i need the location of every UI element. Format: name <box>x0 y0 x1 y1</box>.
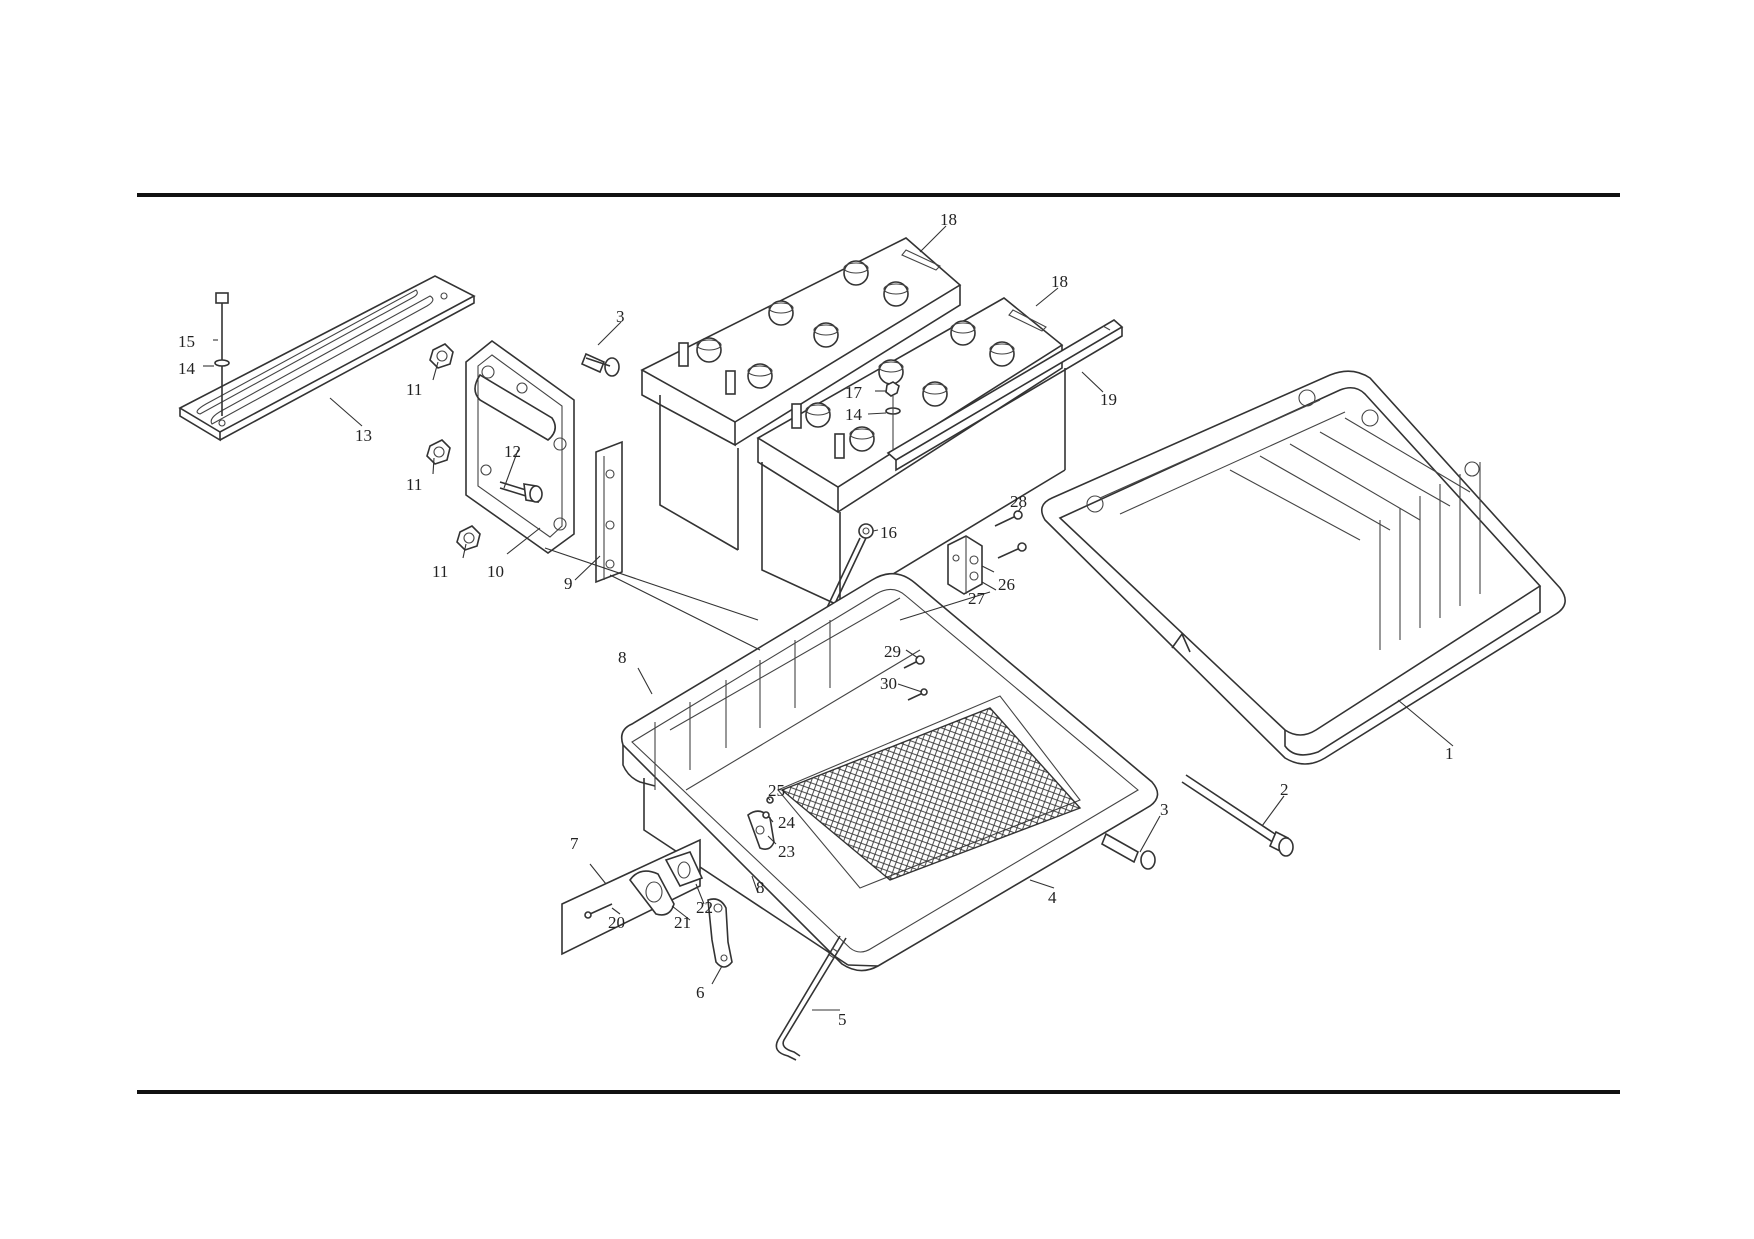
callout-10: 10 <box>487 562 504 581</box>
callout-28: 28 <box>1010 492 1027 511</box>
callout-11-lower: 11 <box>432 562 448 581</box>
nut-lower <box>456 525 481 551</box>
callout-16: 16 <box>880 523 897 542</box>
latch-lever <box>707 898 733 968</box>
callout-18-rear: 18 <box>940 210 957 229</box>
callout-9: 9 <box>564 574 573 593</box>
callout-22: 22 <box>696 898 713 917</box>
mesh-mat <box>780 707 1082 881</box>
latch-mount-plate <box>561 838 704 956</box>
leader-lines <box>203 225 1454 1011</box>
callout-20: 20 <box>608 913 625 932</box>
end-clamp-frame <box>465 339 575 554</box>
battery-rear <box>640 237 962 551</box>
callout-15: 15 <box>178 332 195 351</box>
callout-7: 7 <box>570 834 579 853</box>
bolt-and-washer-left <box>214 292 230 416</box>
bolt-12 <box>499 481 543 503</box>
callout-29: 29 <box>884 642 901 661</box>
callout-8-latch: 8 <box>756 878 765 897</box>
top-rule <box>137 193 1620 197</box>
long-bolt <box>1181 774 1294 857</box>
callout-12: 12 <box>504 442 521 461</box>
callout-2: 2 <box>1280 780 1289 799</box>
callout-27: 27 <box>968 589 986 608</box>
callout-labels: 1 2 3 3 4 5 6 7 8 8 9 10 11 11 11 12 13 … <box>178 210 1454 1029</box>
hold-down-plate <box>178 275 476 442</box>
l-shaped-rod <box>775 935 847 1061</box>
clamp-bar <box>886 319 1124 472</box>
callout-5: 5 <box>838 1010 847 1029</box>
callout-24: 24 <box>778 813 796 832</box>
callout-17: 17 <box>845 383 863 402</box>
callout-3-upper: 3 <box>616 307 625 326</box>
callout-18-front: 18 <box>1051 272 1068 291</box>
callout-14-center: 14 <box>845 405 863 424</box>
bolt-3-upper <box>580 352 620 377</box>
callout-4: 4 <box>1048 888 1057 907</box>
nut-middle <box>426 439 451 465</box>
callout-8-tray: 8 <box>618 648 627 667</box>
bolt-3-lower <box>1100 832 1156 870</box>
callout-25: 25 <box>768 781 785 800</box>
bottom-rule <box>137 1090 1620 1094</box>
callout-19: 19 <box>1100 390 1117 409</box>
callout-11-middle: 11 <box>406 475 422 494</box>
callout-3-lower: 3 <box>1160 800 1169 819</box>
nut-upper <box>429 343 454 369</box>
terminal-bracket <box>947 510 1027 595</box>
callout-23: 23 <box>778 842 795 861</box>
callout-1: 1 <box>1445 744 1454 763</box>
nut-and-washer-center <box>885 381 901 450</box>
strip-plate <box>595 440 623 584</box>
callout-14-left: 14 <box>178 359 196 378</box>
battery-box-lid <box>1040 370 1566 765</box>
callout-30: 30 <box>880 674 897 693</box>
callout-13: 13 <box>355 426 372 445</box>
callout-11-upper: 11 <box>406 380 422 399</box>
callout-6: 6 <box>696 983 705 1002</box>
callout-21: 21 <box>674 913 691 932</box>
battery-front <box>756 297 1066 607</box>
callout-26: 26 <box>998 575 1015 594</box>
